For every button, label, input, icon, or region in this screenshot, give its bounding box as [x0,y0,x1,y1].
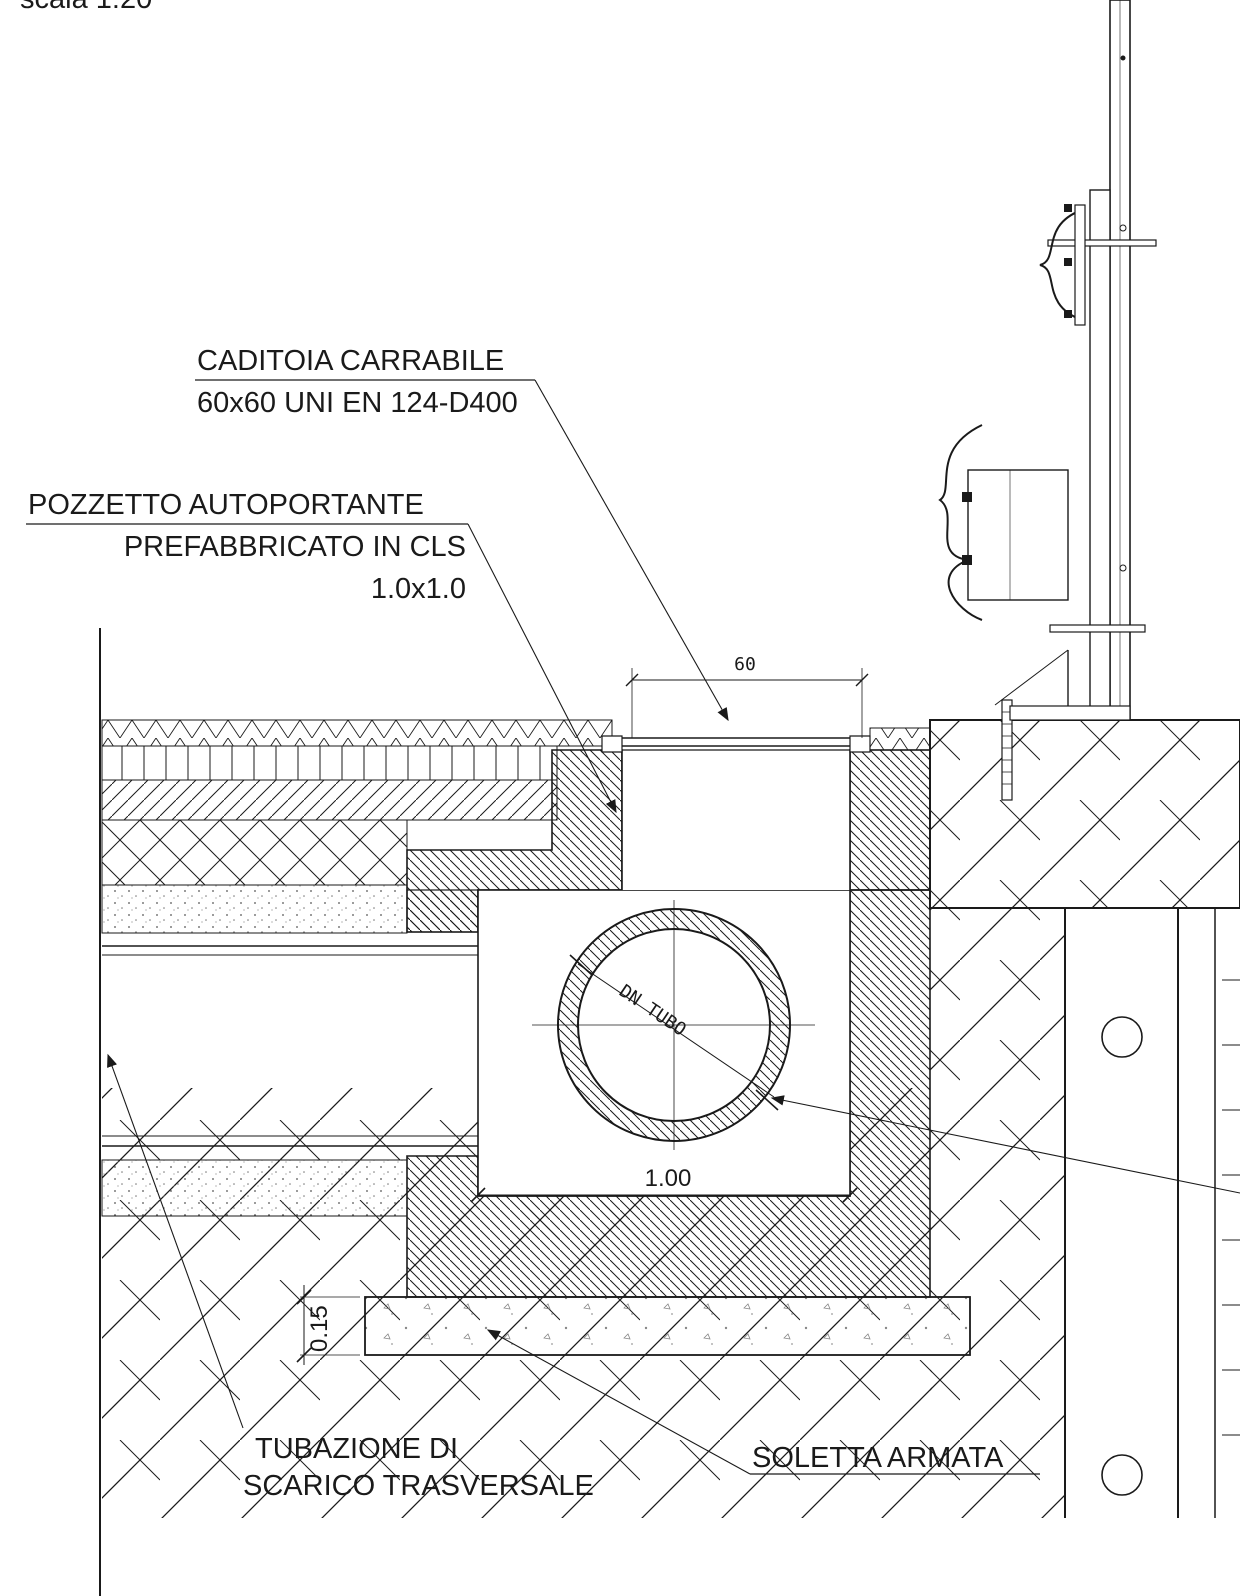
dimension-grate-width [625,668,869,738]
dimension-inner-width [470,1187,858,1203]
dimension-slab-thickness [296,1285,360,1365]
base-course [101,779,558,821]
callout-pozzetto-line3: 1.0x1.0 [371,573,466,605]
pipe-section [532,900,815,1150]
callout-soletta-leader [486,1329,751,1475]
dimension-inner-width-value: 1.00 [645,1165,692,1192]
callout-pipe-leader [770,1095,1240,1194]
callout-pozzetto-line1: POZZETTO AUTOPORTANTE [28,489,424,521]
grate-cover [601,735,871,753]
callout-soletta: SOLETTA ARMATA [752,1442,1004,1474]
callout-caditoia-line2: 60x60 UNI EN 124-D400 [197,387,518,419]
guardrail-post [994,0,1157,721]
foundation-layer [101,819,408,886]
callout-pozzetto-line2: PREFABBRICATO IN CLS [124,531,466,563]
callout-tubazione-line1: TUBAZIONE DI [255,1433,458,1465]
binder-course [101,745,558,781]
callout-pozzetto-leader [467,523,617,814]
sand-bed-upper [101,884,408,934]
reinforced-slab [364,1296,971,1356]
drain-pipe-transverse [102,945,478,1147]
wearing-course-right [869,727,931,751]
callout-caditoia-leader [534,379,729,722]
dimension-grate-width-value: 60 [734,654,756,675]
callout-tubazione-leader [107,1053,244,1429]
manhole-wall-right-top [849,749,931,891]
sand-bed-lower [101,1159,408,1217]
scale-note: scala 1:20 [20,0,152,15]
manhole-opening [622,750,850,890]
manhole-wall-left-neck [406,889,479,933]
anchor-bolt [1001,699,1013,801]
callout-tubazione-line2: SCARICO TRASVERSALE [243,1470,594,1502]
dimension-slab-thickness-value: 0.15 [306,1305,333,1352]
edge-beam [929,719,1240,909]
callout-caditoia-line1: CADITOIA CARRABILE [197,345,504,377]
wearing-course [101,719,613,747]
guardrail-rail-upper [1039,204,1086,326]
guardrail-rail-lower [938,424,1069,621]
binder-course-ticks [121,746,541,780]
soil-fill-right [930,908,1065,1518]
retaining-pile [1064,908,1240,1518]
